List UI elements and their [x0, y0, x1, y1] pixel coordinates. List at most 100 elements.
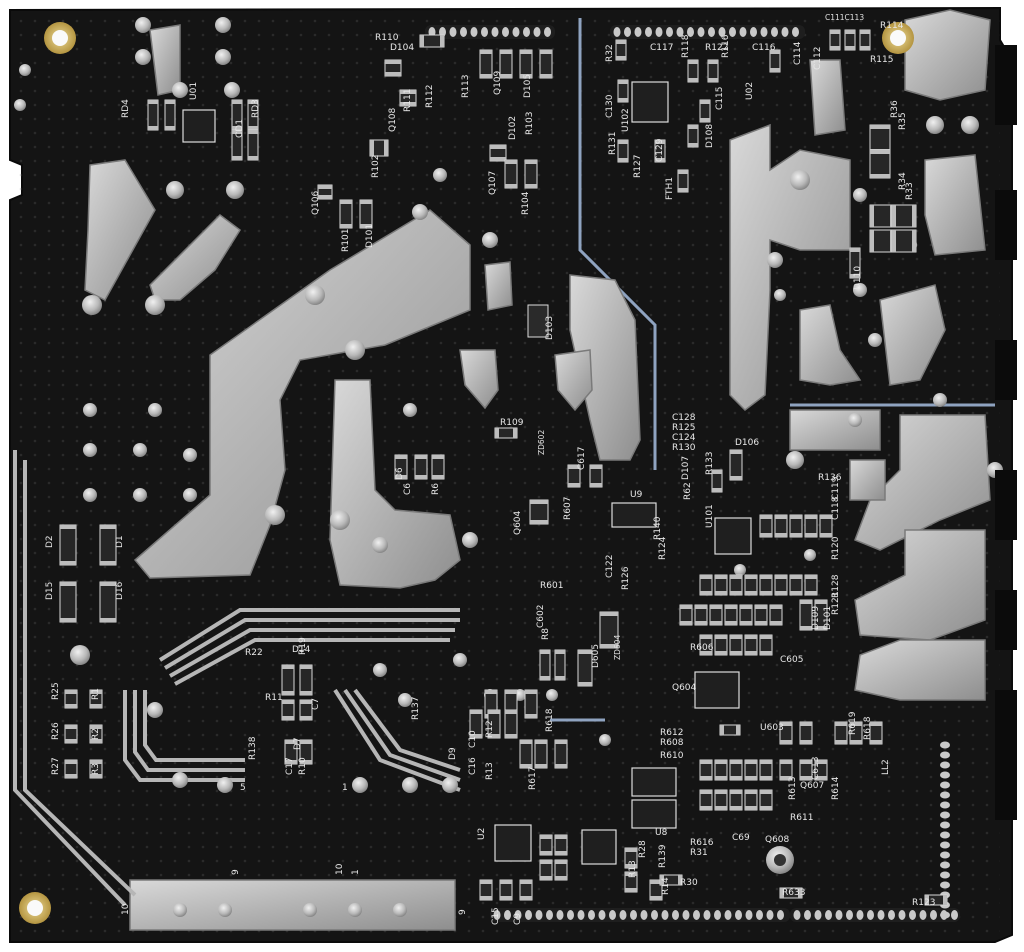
smd-terminal — [860, 46, 870, 50]
smd-terminal — [835, 722, 847, 726]
header-pin — [718, 27, 726, 37]
smd-terminal — [695, 605, 707, 609]
silkscreen-label-r138: R138 — [248, 736, 258, 760]
smd-terminal — [370, 140, 374, 156]
silkscreen-label-d105: D105 — [523, 74, 533, 98]
header-pin — [544, 27, 551, 37]
silkscreen-label-r608: R608 — [660, 738, 684, 748]
smd-terminal — [540, 860, 552, 864]
header-pin — [546, 910, 553, 920]
header-pin — [682, 910, 690, 920]
smd-terminal — [400, 90, 416, 94]
header-pin — [634, 27, 642, 37]
smd-terminal — [700, 806, 712, 810]
smd-terminal — [720, 725, 724, 735]
smd-terminal — [480, 896, 492, 900]
smd-part — [479, 49, 493, 79]
header-pin — [655, 27, 663, 37]
smd-terminal — [535, 740, 547, 744]
silkscreen-label-c16: C16 — [468, 757, 478, 775]
smd-terminal — [232, 130, 242, 134]
smd-terminal — [850, 274, 860, 278]
smd-terminal — [780, 888, 784, 898]
smd-terminal — [715, 776, 727, 780]
silkscreen-label-pin1b: 1 — [351, 869, 361, 875]
header-pin — [491, 27, 499, 37]
smd-part — [869, 149, 891, 179]
smd-terminal — [650, 896, 662, 900]
header-pin — [567, 910, 574, 920]
silkscreen-label-r612: R612 — [660, 728, 683, 738]
header-pin — [793, 910, 801, 920]
smd-terminal — [745, 760, 757, 764]
silkscreen-label-c10: C10 — [468, 730, 478, 748]
header-pin — [609, 910, 616, 920]
smd-part — [59, 581, 77, 623]
smd-terminal — [505, 160, 517, 164]
smd-terminal — [845, 30, 855, 34]
header-pin — [624, 27, 631, 37]
silkscreen-label-c17: C17 — [285, 757, 295, 775]
smd-terminal — [578, 682, 592, 686]
smd-terminal — [725, 605, 737, 609]
smd-terminal — [800, 740, 812, 744]
silkscreen-label-r133: R133 — [705, 452, 715, 475]
smd-terminal — [912, 205, 916, 227]
silkscreen-label-r606: R606 — [690, 643, 714, 653]
smd-terminal — [505, 710, 517, 714]
silkscreen-label-r136: R136 — [818, 473, 842, 483]
smd-terminal — [870, 230, 874, 252]
smd-terminal — [790, 515, 802, 519]
smd-terminal — [165, 126, 175, 130]
smd-terminal — [285, 760, 297, 764]
smd-terminal — [90, 725, 102, 729]
smd-terminal — [715, 790, 727, 794]
smd-part — [554, 739, 568, 769]
smd-terminal — [555, 851, 567, 855]
silkscreen-label-c613: C613 — [811, 757, 821, 780]
header-pin — [449, 27, 457, 37]
smd-terminal — [505, 690, 517, 694]
smd-terminal — [845, 46, 855, 50]
smd-terminal — [775, 515, 787, 519]
silkscreen-label-d109: D109 — [811, 606, 821, 630]
silkscreen-label-c129: C129 — [655, 138, 665, 162]
silkscreen-label-d9: D9 — [448, 747, 458, 760]
header-pin — [533, 27, 541, 37]
header-pin — [470, 27, 478, 37]
header-pin — [760, 27, 768, 37]
silkscreen-label-r103: R103 — [525, 112, 535, 135]
smd-terminal — [700, 575, 712, 579]
header-pin — [645, 27, 652, 37]
silkscreen-label-r28: R28 — [638, 840, 648, 858]
silkscreen-label-r618: R618 — [545, 708, 555, 732]
silkscreen-label-c602: C602 — [536, 605, 546, 628]
header-pin — [781, 27, 789, 37]
smd-terminal — [710, 605, 722, 609]
smd-terminal — [760, 635, 772, 639]
silkscreen-label-r139: R139 — [658, 844, 668, 868]
silkscreen-label-u101: U101 — [705, 504, 715, 528]
smd-terminal — [730, 635, 742, 639]
smd-terminal — [100, 618, 116, 622]
smd-part — [99, 581, 117, 623]
smd-terminal — [248, 130, 258, 134]
smd-terminal — [800, 722, 812, 726]
silkscreen-label-r633: R633 — [782, 888, 805, 898]
silkscreen-label-d1: D1 — [115, 535, 125, 548]
silkscreen-label-d2: D2 — [45, 535, 55, 548]
smd-terminal — [730, 591, 742, 595]
smd-terminal — [678, 875, 682, 885]
smd-part — [504, 709, 518, 739]
smd-terminal — [505, 184, 517, 188]
smd-terminal — [90, 704, 102, 708]
smd-terminal — [760, 591, 772, 595]
silkscreen-label-u01: U01 — [189, 82, 199, 100]
smd-terminal — [525, 184, 537, 188]
smd-terminal — [90, 760, 102, 764]
header-pin — [714, 910, 721, 920]
silkscreen-label-cd1: CD1 — [235, 119, 245, 138]
smd-terminal — [730, 776, 742, 780]
smd-terminal — [850, 248, 860, 252]
